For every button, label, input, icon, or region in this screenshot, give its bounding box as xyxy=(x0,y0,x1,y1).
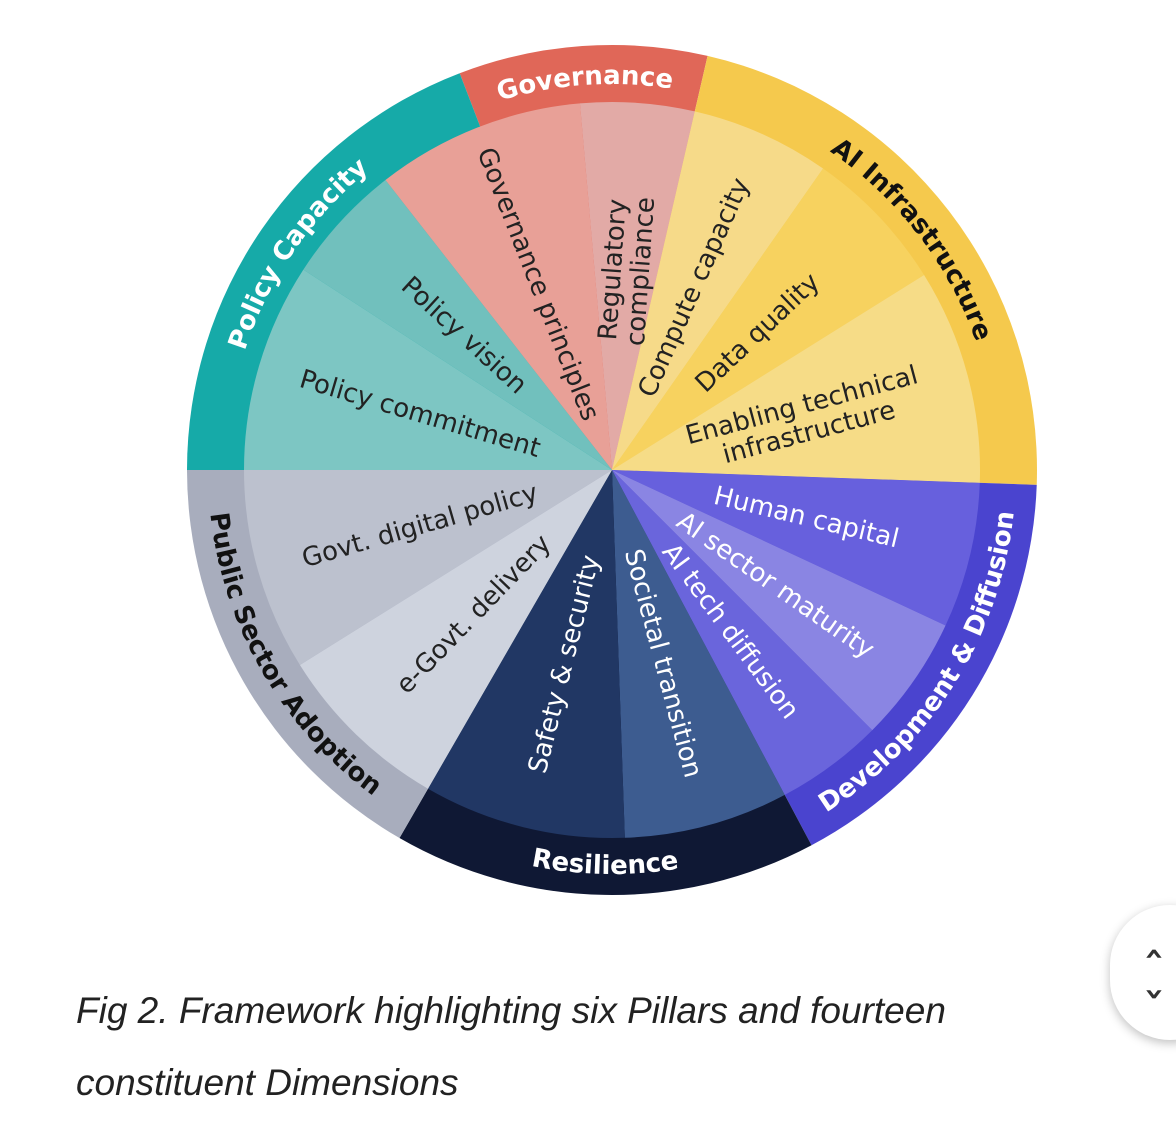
dimension-segment-e-govt-delivery xyxy=(299,470,612,789)
dimension-segment-societal-transition xyxy=(612,470,785,838)
dimension-segment-safety-and-security xyxy=(428,470,625,839)
dimension-segment-govt-digital-policy xyxy=(244,470,612,666)
dimension-segment-policy-vision xyxy=(303,180,612,470)
dimension-segment-human-capital xyxy=(612,470,980,626)
dimension-segment-ai-tech-diffusion xyxy=(612,470,873,795)
dimension-label-regulatory-compliance: Regulatorycompliance xyxy=(593,194,661,347)
dimension-segment-governance-principles xyxy=(385,103,612,471)
chevron-up-icon[interactable]: ‹ xyxy=(1135,946,1176,962)
dimension-segment-policy-commitment xyxy=(244,269,612,470)
dimension-segment-compute-capacity xyxy=(612,111,824,471)
caption-line-1: Fig 2. Framework highlighting six Pillar… xyxy=(76,990,946,1031)
dimension-segment-ai-sector-maturity xyxy=(612,470,946,731)
dimension-label-group-regulatory-compliance: Regulatorycompliance xyxy=(593,194,661,347)
chevron-down-icon[interactable]: › xyxy=(1135,986,1176,1002)
dimension-segment-regulatory-compliance xyxy=(579,101,695,471)
caption-line-2: constituent Dimensions xyxy=(76,1062,459,1103)
dimension-segment-data-quality xyxy=(612,168,925,471)
dimension-segment-enabling-technical-infrastructure xyxy=(612,274,981,483)
figure-caption: Fig 2. Framework highlighting six Pillar… xyxy=(76,975,1076,1119)
dimension-pie xyxy=(244,101,981,839)
